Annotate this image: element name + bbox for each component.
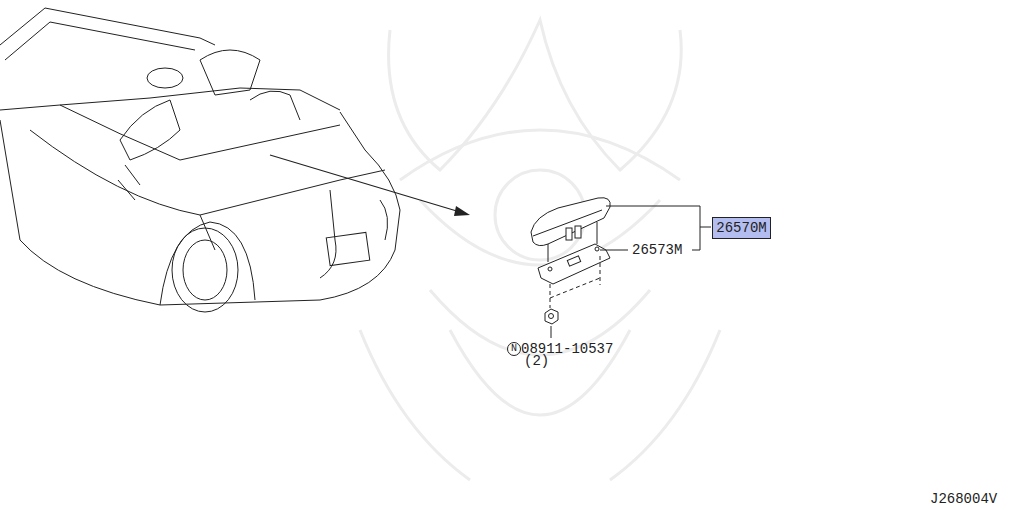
car-drawing	[0, 8, 400, 312]
part-number: 26570M	[716, 221, 766, 235]
nut	[545, 309, 558, 338]
brake-lamp	[531, 198, 610, 284]
pointer-arrow	[270, 155, 470, 216]
quantity: (2)	[524, 354, 549, 368]
watermark	[360, 20, 720, 480]
part-number: 26573M	[632, 243, 682, 257]
note-symbol: N	[507, 342, 521, 356]
part-number-box: 26570M	[712, 217, 771, 239]
hidden-lines	[550, 256, 600, 308]
diagram-code: J268004V	[930, 492, 997, 506]
note-letter: N	[511, 344, 517, 354]
